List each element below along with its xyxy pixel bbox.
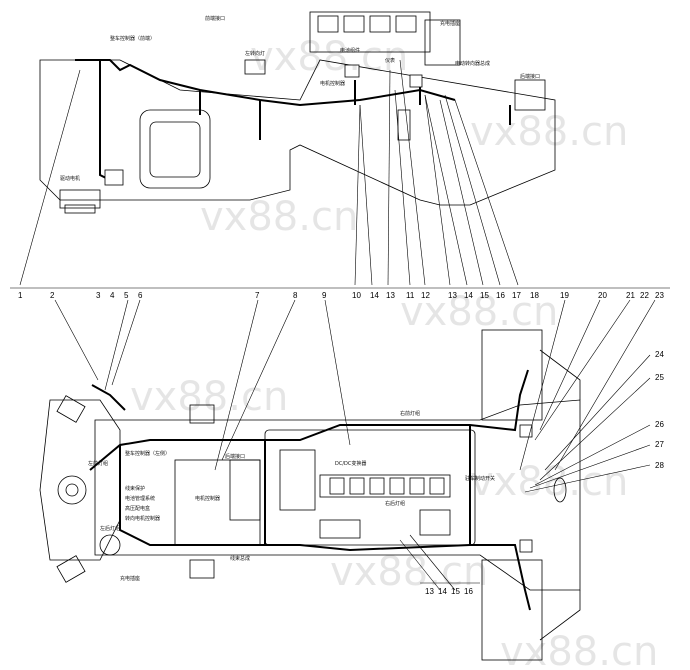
plan-labels: 左前灯组 整车控制器（左侧） 线束保护 电池管理系统 高压配电盒 转向电机控制器…	[88, 410, 495, 582]
label-bottom-2: 线束保护	[125, 485, 145, 492]
label-top-5: 电机控制器	[320, 80, 345, 87]
top-side-view	[39, 11, 556, 214]
callout-5: 5	[124, 291, 129, 300]
label-bottom-13: 驻车制动开关	[465, 475, 495, 482]
label-bottom-3: 电池管理系统	[125, 495, 155, 502]
label-bottom-5: 转向电机控制器	[125, 515, 160, 522]
callout-6: 6	[138, 291, 143, 300]
leader-lines-top	[19, 59, 519, 286]
callout-14: 14	[464, 291, 473, 300]
chassis-outline	[39, 59, 556, 206]
label-bottom-12: 右后灯组	[385, 500, 405, 507]
watermark-text: vx88.cn	[470, 109, 628, 155]
front-assembly	[39, 399, 121, 561]
callout-4: 4	[110, 291, 115, 300]
label-top-6: 仪表	[385, 57, 395, 64]
callout-11: 11	[406, 291, 415, 300]
label-top-7: 驱动电机	[60, 175, 80, 182]
callout-25: 25	[655, 373, 664, 382]
plan-harness	[89, 369, 531, 611]
label-bottom-4: 高压配电盒	[125, 505, 150, 512]
callout-15: 15	[480, 291, 489, 300]
top-labels: 整车控制器（前端） 前端接口 左转向灯 电池组件 充电插座 电机控制器 仪表 驱…	[60, 15, 540, 182]
label-bottom-9: 电机控制器	[195, 495, 220, 502]
watermarks: vx88.cn vx88.cn vx88.cn vx88.cn vx88.cn …	[130, 34, 658, 670]
callout-1: 1	[18, 291, 23, 300]
leader-lines-bottom	[54, 299, 656, 591]
callout-18: 18	[530, 291, 539, 300]
callout-16: 16	[496, 291, 505, 300]
callout-12: 12	[421, 291, 430, 300]
callout-bottom-14: 14	[438, 587, 447, 596]
callout-23: 23	[655, 291, 664, 300]
watermark-text: vx88.cn	[130, 374, 288, 420]
callout-8: 8	[293, 291, 298, 300]
watermark-text: vx88.cn	[330, 549, 488, 595]
rear-upper-box	[481, 329, 543, 421]
label-top-4: 充电插座	[440, 20, 460, 27]
label-bottom-1: 整车控制器（左侧）	[125, 450, 170, 457]
callout-22: 22	[640, 291, 649, 300]
label-bottom-8: 后端接口	[225, 453, 245, 460]
callout-24: 24	[655, 350, 664, 359]
label-top-8: 后端接口	[520, 73, 540, 80]
callout-28: 28	[655, 461, 664, 470]
callout-10: 10	[352, 291, 361, 300]
callout-numbers-top: 1 2 3 4 5 6 7 8 9 10 14 13 11 12 13 14 1…	[18, 291, 664, 300]
callout-19: 19	[560, 291, 569, 300]
label-bottom-10: 右前灯组	[400, 410, 420, 417]
callout-bottom-15: 15	[451, 587, 460, 596]
watermark-text: vx88.cn	[470, 459, 628, 505]
engine-block	[309, 11, 431, 53]
callout-9: 9	[322, 291, 327, 300]
callout-bottom-13: 13	[425, 587, 434, 596]
label-bottom-7: 充电插座	[120, 575, 140, 582]
watermark-text: vx88.cn	[200, 194, 358, 240]
callout-7: 7	[255, 291, 260, 300]
callout-bottom-16: 16	[464, 587, 473, 596]
rear-box	[514, 79, 546, 111]
watermark-text: vx88.cn	[400, 289, 558, 335]
label-bottom-6: 左后灯组	[100, 525, 120, 532]
callout-17: 17	[512, 291, 521, 300]
callout-21: 21	[626, 291, 635, 300]
label-bottom-14: 线束总成	[230, 555, 250, 562]
callout-numbers-side: 24 25 26 27 28	[655, 350, 664, 470]
label-top-3: 电池组件	[340, 47, 360, 54]
callout-27: 27	[655, 440, 664, 449]
callout-row-bottom: 13 14 15 16	[420, 582, 480, 596]
callout-14a: 14	[370, 291, 379, 300]
callout-13: 13	[448, 291, 457, 300]
top-components	[104, 59, 423, 186]
callout-3: 3	[96, 291, 101, 300]
callout-26: 26	[655, 420, 664, 429]
callout-20: 20	[598, 291, 607, 300]
label-top-2: 左转向灯	[245, 50, 265, 57]
label-bottom-0: 左前灯组	[88, 460, 108, 467]
cab-window	[139, 109, 211, 189]
watermark-text: vx88.cn	[250, 34, 408, 80]
watermark-text: vx88.cn	[500, 629, 658, 670]
callout-2: 2	[50, 291, 55, 300]
label-top-9: 电动转向器总成	[455, 60, 490, 67]
label-top-1: 前端接口	[205, 15, 225, 22]
label-top-0: 整车控制器（前端）	[110, 35, 155, 42]
callout-13a: 13	[386, 291, 395, 300]
label-bottom-11: DC/DC变换器	[335, 460, 366, 467]
rear-lower-box	[481, 559, 543, 661]
